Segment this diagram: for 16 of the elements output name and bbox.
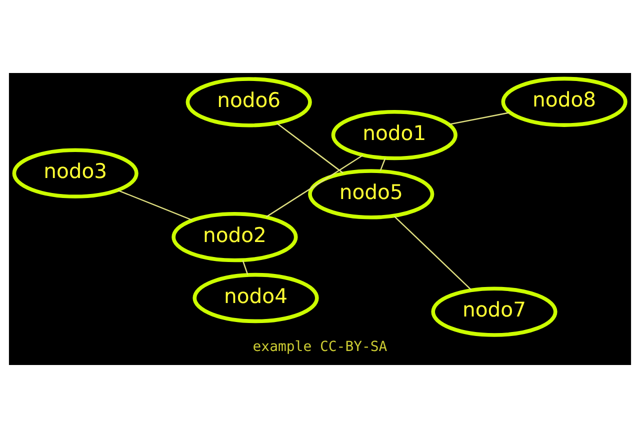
node-ellipse: nodo5 [308, 169, 434, 220]
connector [394, 216, 472, 290]
connector [276, 122, 344, 174]
caption: example CC-BY-SA [252, 338, 388, 355]
connector [242, 260, 248, 275]
node-ellipse: nodo6 [186, 77, 312, 128]
node-ellipse: nodo4 [192, 272, 319, 324]
connector [448, 112, 510, 126]
node-ellipse: nodo8 [501, 76, 628, 127]
node-ellipse: nodo1 [331, 110, 458, 160]
node-ellipse: nodo2 [172, 212, 298, 262]
node-ellipse: nodo3 [12, 148, 138, 198]
node-ellipse: nodo7 [431, 286, 558, 337]
connector [380, 158, 386, 172]
connector [266, 154, 364, 218]
connector [118, 190, 193, 221]
